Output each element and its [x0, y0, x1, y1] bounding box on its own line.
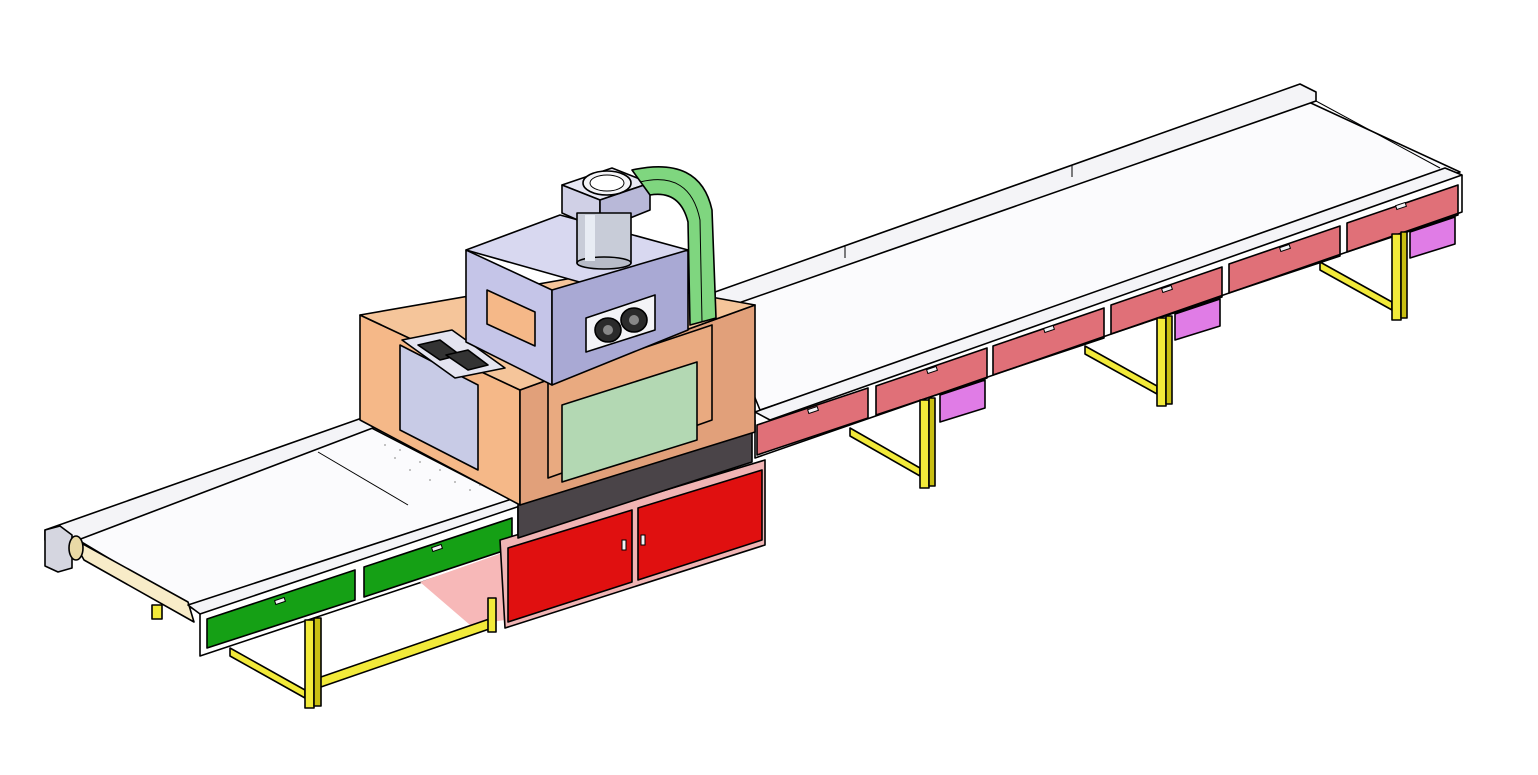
pink-panel-6 [1346, 184, 1459, 253]
magenta-box-1 [939, 379, 986, 423]
lamp-window-icon [561, 361, 698, 483]
magenta-box-3 [1409, 216, 1456, 259]
support-legs-left [151, 597, 497, 709]
pink-panel-5 [1228, 225, 1341, 294]
green-duct [631, 166, 717, 326]
door-handle-icon [806, 201, 1408, 415]
cabinet-shadow [420, 552, 505, 625]
right-conveyor [714, 83, 1463, 489]
pink-panel-3 [992, 307, 1105, 376]
end-cap [44, 525, 73, 573]
belt-roller-icon [68, 535, 195, 623]
pink-panel-4 [1110, 266, 1223, 335]
left-conveyor [44, 417, 521, 709]
magenta-box-2 [1174, 298, 1221, 341]
fan-icon [594, 307, 648, 343]
door-handle-icon [621, 539, 627, 551]
door-handle-icon [640, 534, 646, 546]
green-panel-1 [206, 569, 356, 649]
red-door-right [637, 469, 763, 581]
curing-housing [359, 166, 766, 629]
red-door-left [507, 509, 633, 623]
exhaust-duct-icon [576, 170, 632, 270]
support-legs-right [849, 231, 1408, 489]
